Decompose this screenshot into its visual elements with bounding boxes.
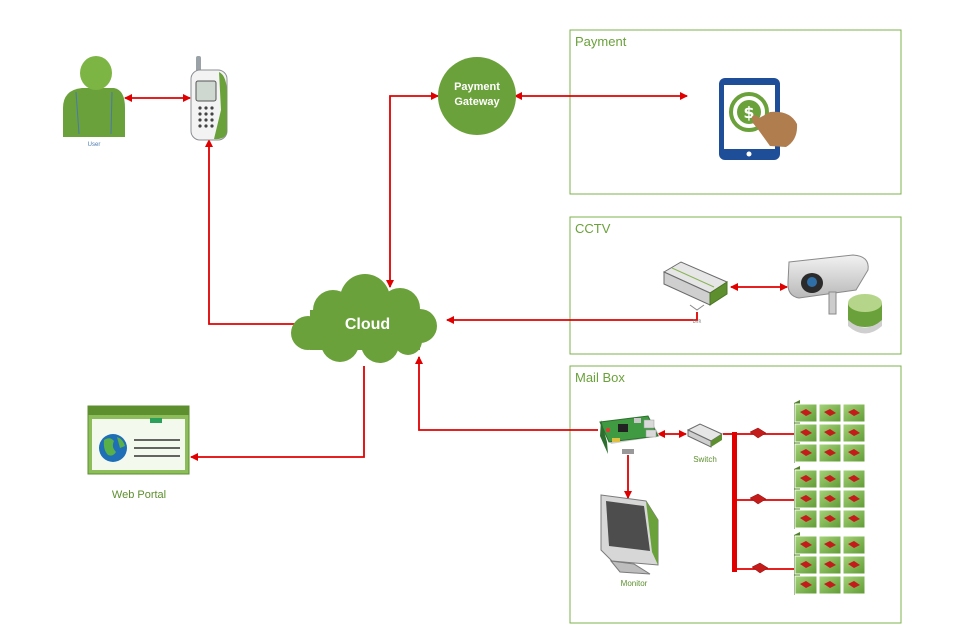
cctv-panel [569, 216, 902, 355]
compartment-lock [824, 429, 836, 436]
payment-panel [569, 29, 902, 195]
connectors [124, 92, 802, 573]
compartment-lock [848, 561, 860, 568]
payment-tablet-icon: $ [719, 78, 798, 160]
web-portal-label: Web Portal [111, 489, 167, 501]
compartment-lock [800, 409, 812, 416]
compartment-lock [824, 515, 836, 522]
gateway-cloud-link [386, 92, 439, 288]
compartment-lock [800, 581, 812, 588]
compartment-lock [800, 515, 812, 522]
payment-panel-title: Payment [575, 34, 627, 49]
compartment-lock [848, 475, 860, 482]
mailbox-locker-icon [794, 466, 866, 529]
compartment-lock [800, 475, 812, 482]
compartment-lock [848, 541, 860, 548]
cctv-panel-title: CCTV [575, 221, 611, 236]
compartment-lock [848, 409, 860, 416]
mailbox-panel [569, 365, 902, 624]
switch-label: Switch [693, 455, 717, 464]
cloud-node [291, 274, 437, 363]
cctv-camera-icon [787, 254, 882, 334]
cloud-portal-link [190, 366, 365, 461]
compartment-lock [800, 429, 812, 436]
compartment-lock [800, 449, 812, 456]
monitor-label: Monitor [620, 579, 648, 588]
cloud-phone-link [205, 139, 295, 325]
compartment-lock [848, 429, 860, 436]
plug-connectors [749, 427, 769, 574]
raspberry-pi-icon [599, 415, 660, 454]
user-icon [63, 56, 125, 137]
compartment-lock [824, 495, 836, 502]
compartment-lock [824, 561, 836, 568]
compartment-lock [800, 495, 812, 502]
compartment-lock [848, 515, 860, 522]
dvr-icon: DVR [662, 261, 729, 324]
switch-icon [686, 423, 724, 448]
compartment-lock [800, 561, 812, 568]
dvr-cloud-link [446, 312, 698, 324]
compartment-lock [824, 475, 836, 482]
compartment-lock [824, 449, 836, 456]
gateway-label-line2: Gateway [454, 96, 500, 108]
compartment-lock [824, 541, 836, 548]
monitor-icon [600, 494, 659, 575]
pi-cloud-link [415, 356, 598, 431]
cloud-label: Cloud [344, 316, 391, 333]
gateway-label-line1: Payment [454, 81, 500, 93]
compartment-lock [824, 409, 836, 416]
user-label: User [87, 142, 101, 148]
mailbox-locker-icon [794, 532, 866, 595]
gateway-label: Payment Gateway [438, 80, 516, 110]
mailbox-locker-icon [794, 400, 866, 463]
svg-text:$: $ [743, 103, 754, 122]
compartment-lock [848, 449, 860, 456]
compartment-lock [824, 581, 836, 588]
mobile-phone-icon [190, 56, 228, 141]
web-portal-icon [87, 405, 190, 475]
svg-text:DVR: DVR [693, 319, 702, 324]
compartment-lock [848, 495, 860, 502]
distribution-bus [732, 432, 737, 572]
compartment-lock [800, 541, 812, 548]
compartment-lock [848, 581, 860, 588]
payment-gateway-node [438, 57, 516, 135]
mailbox-panel-title: Mail Box [575, 370, 625, 385]
